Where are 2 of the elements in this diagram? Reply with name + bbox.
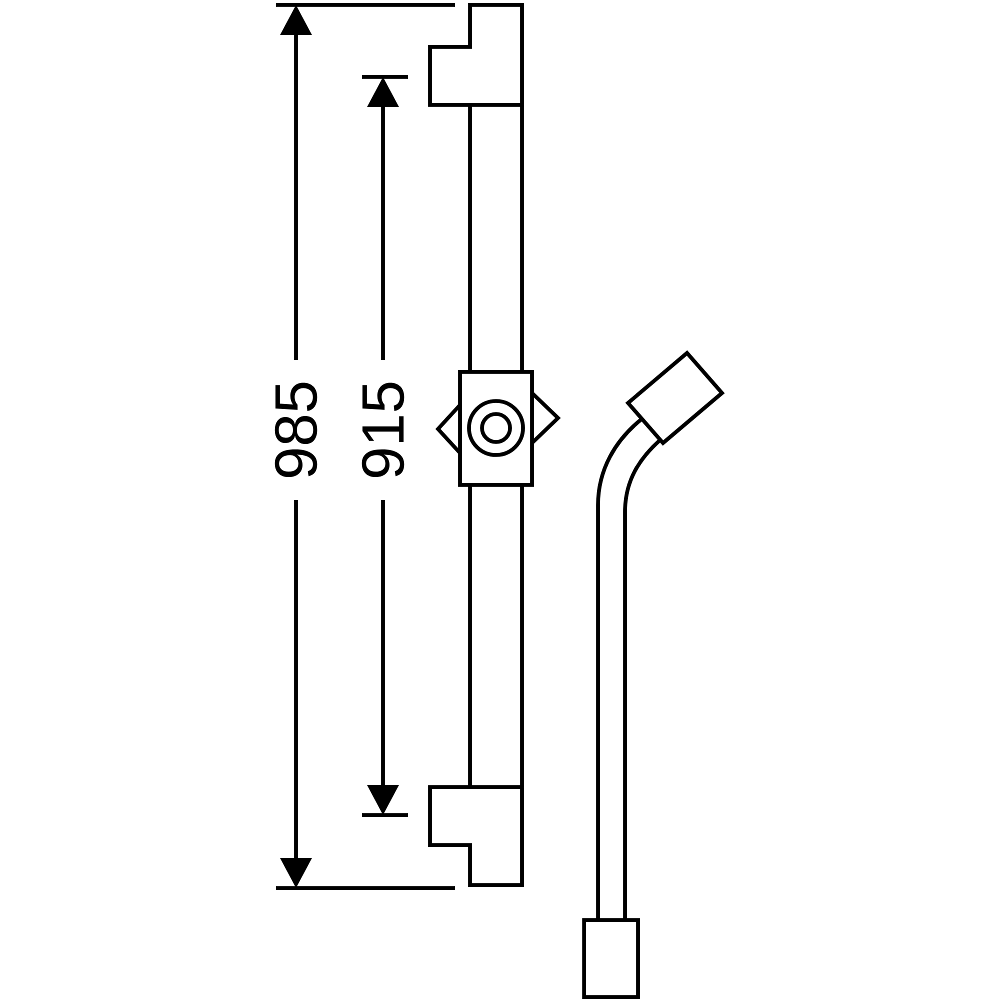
dimension-label: 985 xyxy=(274,382,318,478)
dimension-label: 915 xyxy=(362,382,404,478)
